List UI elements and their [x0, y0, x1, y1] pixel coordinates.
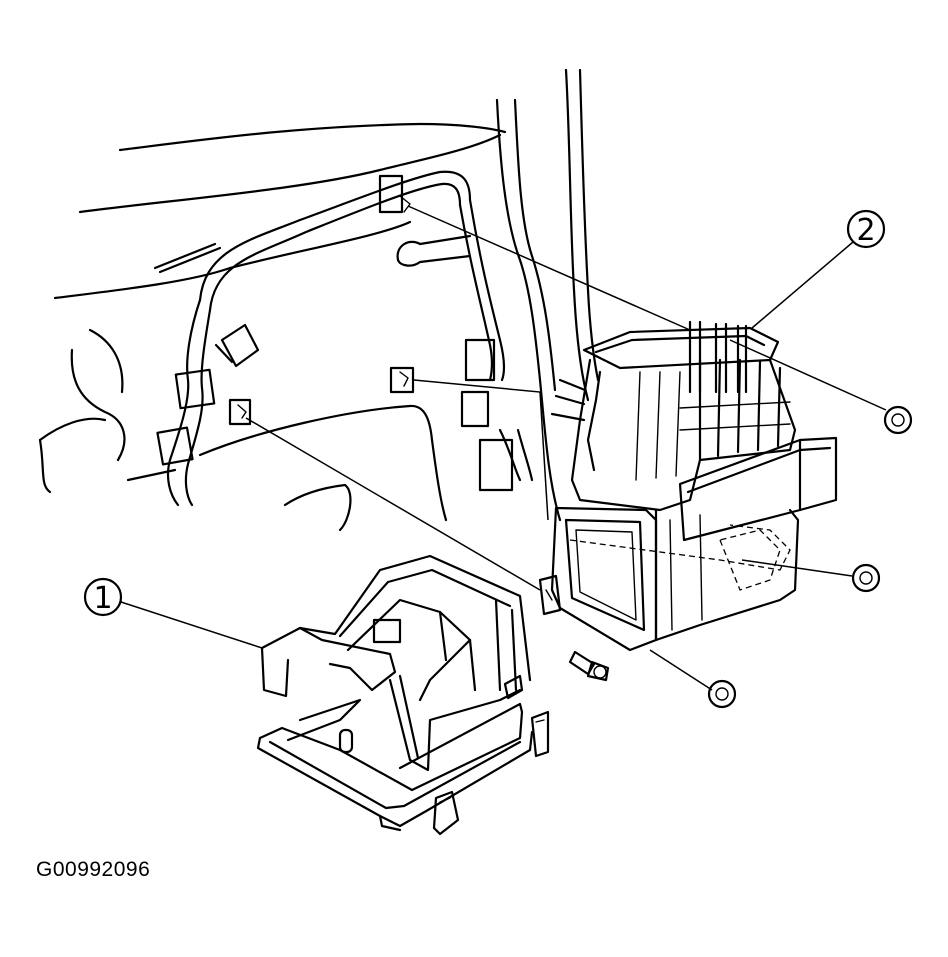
- mounting-nut-1: [883, 405, 913, 435]
- lower-duct-cover: [256, 554, 534, 832]
- retaining-clip-1: [530, 710, 550, 758]
- callout-2-label: 2: [856, 213, 875, 248]
- a-pillar-lines: [495, 68, 600, 522]
- figure-code: G00992096: [36, 858, 151, 881]
- blower-unit-assembly: [538, 320, 838, 652]
- wiring-harness: [156, 170, 534, 507]
- retaining-clip-2: [432, 790, 460, 836]
- alignment-leader-lines: [245, 205, 887, 691]
- panel-clip-holes: [228, 195, 415, 426]
- callout-1-label: 1: [93, 581, 112, 616]
- dash-panel-outline: [38, 122, 507, 532]
- callout-2: 2: [751, 209, 886, 329]
- mounting-nut-3: [707, 679, 737, 709]
- mounting-nut-2: [851, 563, 881, 593]
- mounting-bolt: [568, 650, 610, 682]
- callout-1: 1: [83, 577, 263, 649]
